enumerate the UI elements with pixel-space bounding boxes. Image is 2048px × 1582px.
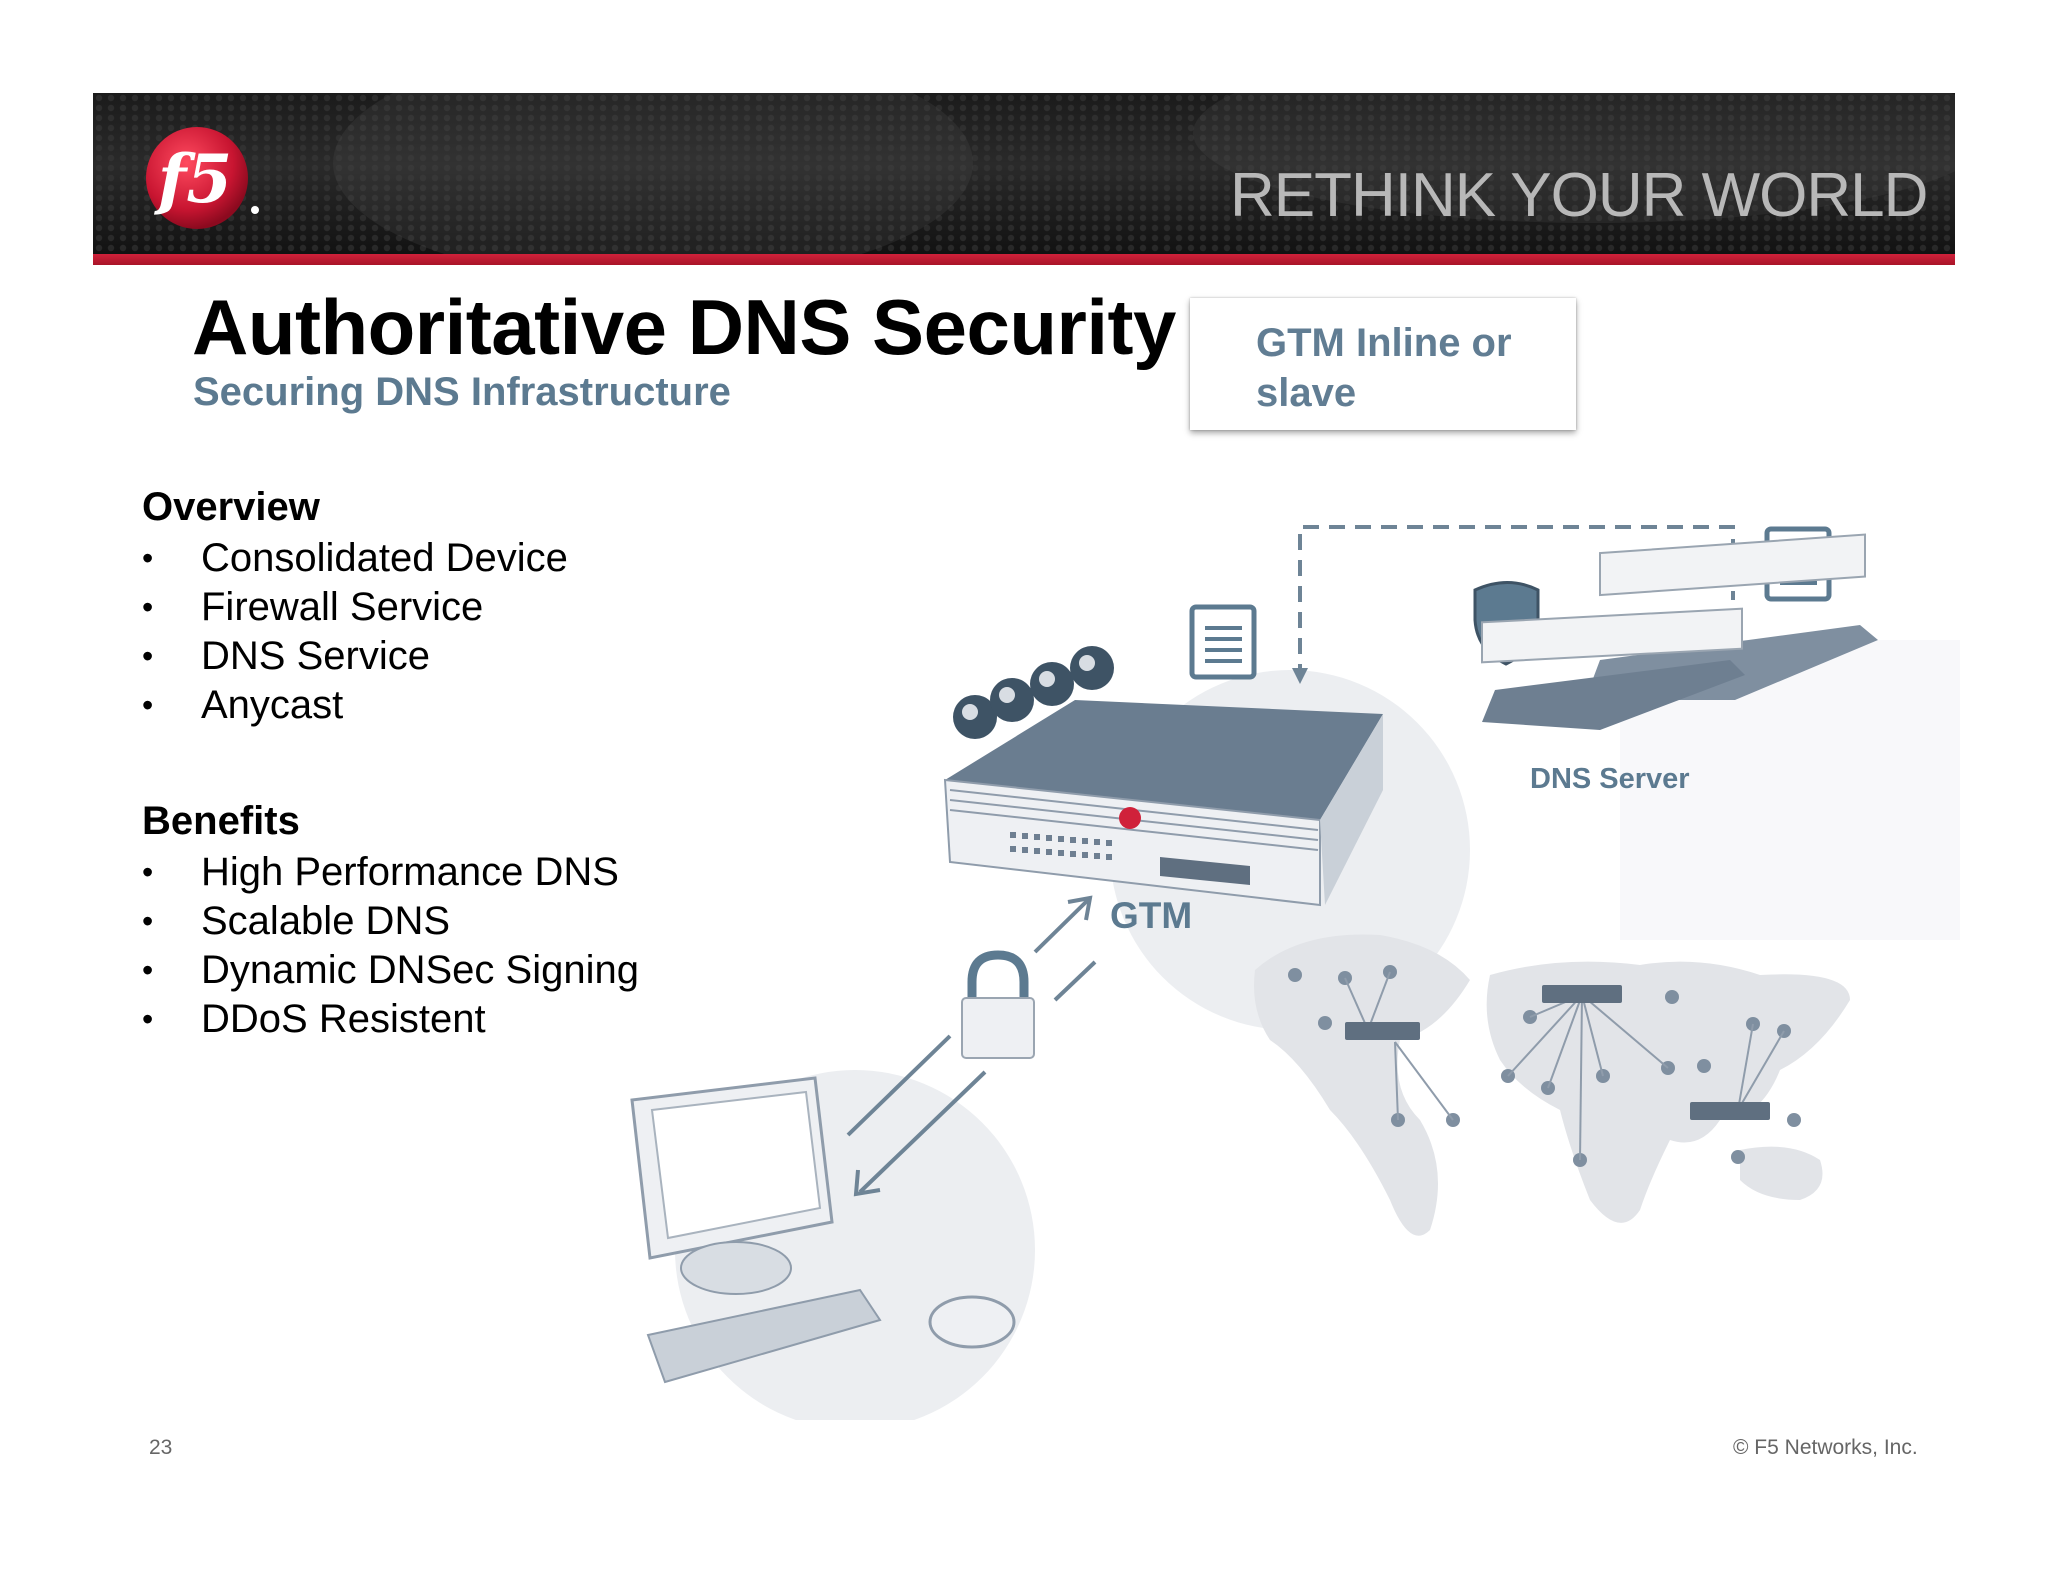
tagline: RETHINK YOUR WORLD [1230, 161, 1928, 230]
computer-icon [630, 1076, 1016, 1384]
gtm-appliance [943, 700, 1383, 907]
hex-pattern-decoration [93, 93, 1955, 254]
callout-box: GTM Inline or slave [1190, 298, 1576, 430]
page-title: Authoritative DNS Security [192, 283, 1176, 371]
traffic-arrows [846, 895, 1097, 1197]
page-number: 23 [149, 1436, 173, 1459]
sync-link [1298, 525, 1735, 680]
globe-icon [953, 646, 1114, 739]
copyright: © F5 Networks, Inc. [1733, 1436, 1918, 1459]
gtm-label: GTM [1110, 895, 1193, 936]
map-nodes [1288, 965, 1801, 1167]
benefits-heading: Benefits [142, 799, 300, 843]
f5-logo: f5 [145, 124, 265, 234]
lock-icon [961, 950, 1035, 1059]
map-links [1344, 971, 1785, 1161]
svg-text:f5: f5 [154, 140, 232, 218]
callout-text: GTM Inline or slave [1256, 321, 1512, 415]
dns-server-stack [1481, 533, 1878, 730]
map-appliances [1345, 985, 1770, 1120]
document-icon [1189, 604, 1257, 680]
overview-heading: Overview [142, 485, 320, 529]
banner-accent-line [93, 254, 1955, 265]
dns-server-label: DNS Server [1530, 763, 1690, 795]
header-banner [93, 93, 1955, 254]
page-subtitle: Securing DNS Infrastructure [193, 370, 731, 414]
network-diagram [630, 525, 1960, 1420]
